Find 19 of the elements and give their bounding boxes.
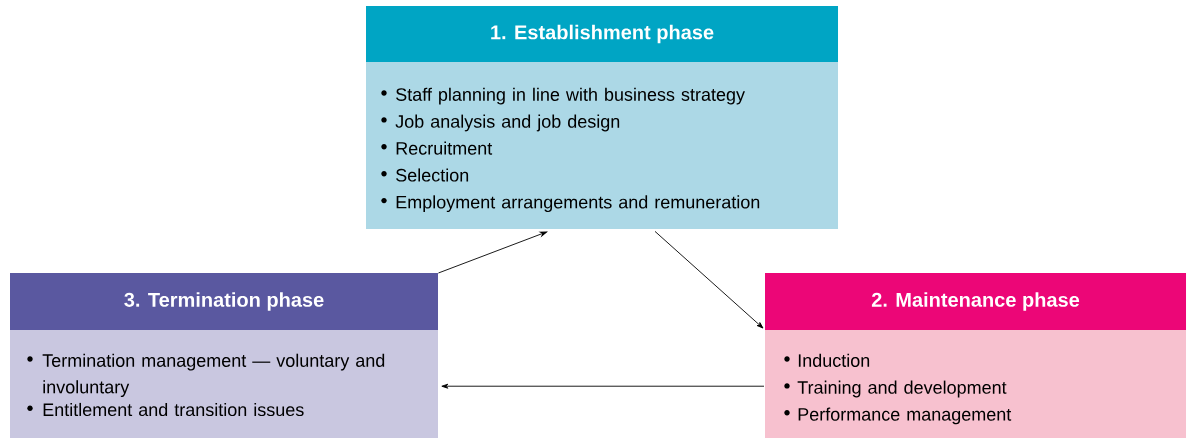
- phase-heading: 2. Maintenance phase: [871, 292, 1080, 311]
- bullet-item: Employment arrangements and remuneration: [381, 195, 760, 213]
- phase-box: [366, 6, 838, 229]
- phase-heading: 3. Termination phase: [124, 292, 324, 311]
- arrow: [654, 230, 764, 329]
- arrow: [437, 231, 548, 274]
- bullet-item: Induction: [784, 353, 870, 367]
- bullet-item: Job analysis and job design: [381, 114, 620, 132]
- bullet-item: Performance management: [784, 407, 1012, 425]
- bullet-item: Staff planning in line with business strategy: [381, 87, 745, 105]
- phase-heading: 1. Establishment phase: [491, 24, 714, 44]
- phase-box: [10, 273, 438, 438]
- phase-box: [765, 273, 1186, 438]
- arrow: [441, 383, 765, 389]
- bullet-item: Entitlement and transition issues: [27, 402, 304, 417]
- bullet-item: Training and development: [784, 380, 1007, 398]
- bullet-item: Recruitment: [381, 141, 493, 155]
- bullet-item: Selection: [381, 168, 469, 182]
- bullet-item: Termination management — voluntary and involuntary: [27, 353, 385, 397]
